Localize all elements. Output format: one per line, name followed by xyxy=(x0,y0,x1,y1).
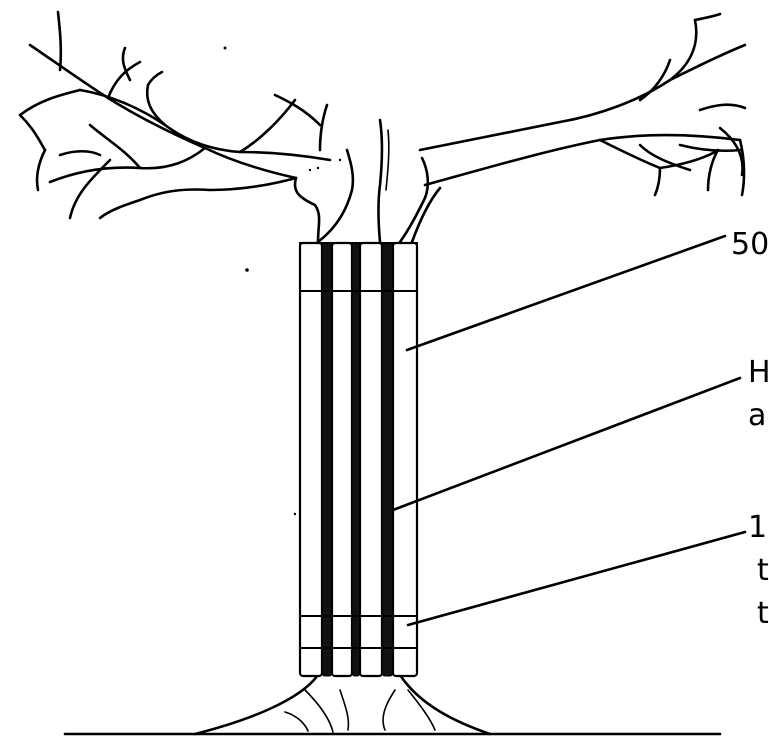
guard-slat-1 xyxy=(300,243,322,676)
guard-gap-2 xyxy=(352,243,360,676)
leader-line-1 xyxy=(407,236,725,350)
callout-3-line-1: 12 xyxy=(748,510,769,545)
guard-slat-4 xyxy=(393,243,417,676)
tree-branches-left xyxy=(20,12,330,218)
guard-slat-3 xyxy=(360,243,382,676)
callout-labels: 50 H a 12 t t xyxy=(731,227,769,631)
leader-line-3 xyxy=(408,532,745,625)
callout-3-line-2: t xyxy=(757,553,769,588)
trunk-guard xyxy=(300,243,417,676)
callout-1-line-1: 50 xyxy=(731,227,769,262)
leader-lines xyxy=(393,236,745,625)
callout-3-line-3: t xyxy=(757,596,769,631)
callout-2-line-1: H xyxy=(748,355,769,390)
tree-branches-right xyxy=(420,14,745,195)
callout-2-line-2: a xyxy=(748,398,766,433)
guard-slat-2 xyxy=(332,243,352,676)
guard-gap-3 xyxy=(382,243,393,676)
guard-gap-1 xyxy=(322,243,332,676)
tree-trunk xyxy=(295,120,440,242)
tree-root-flare xyxy=(195,675,490,734)
leader-line-2 xyxy=(393,378,740,510)
